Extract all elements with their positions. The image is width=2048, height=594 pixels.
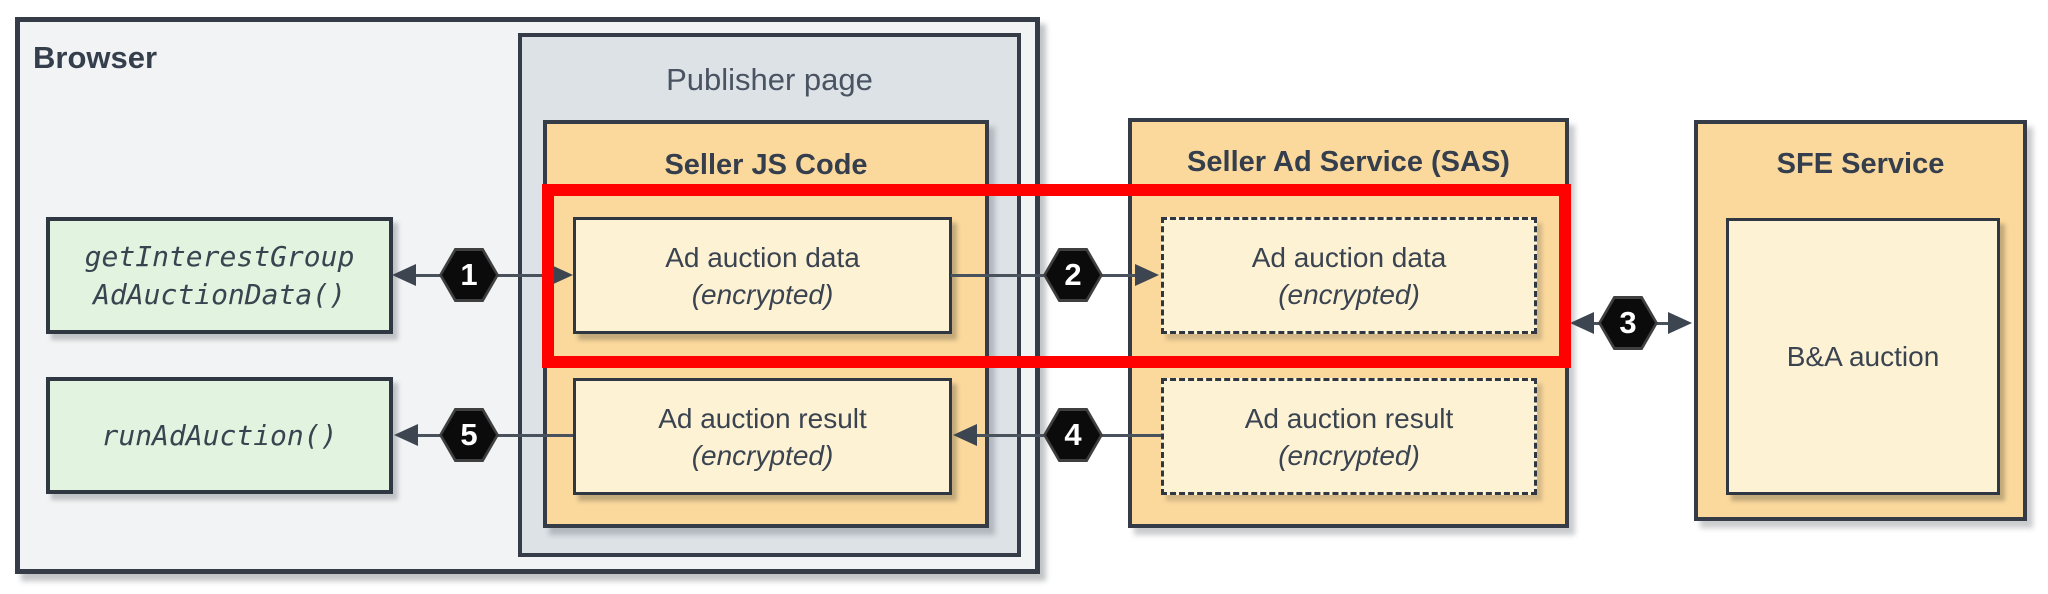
ad-auction-data-box-sas: Ad auction data (encrypted): [1161, 217, 1537, 334]
step-3-badge: 3: [1598, 296, 1658, 350]
sfe-service-label: SFE Service: [1776, 148, 1945, 180]
arrow-2-right-arrowhead-icon: [1135, 264, 1159, 286]
ad-auction-result-box-sas: Ad auction result (encrypted): [1161, 378, 1537, 495]
step-4-number: 4: [1064, 417, 1082, 452]
step-1-number: 1: [460, 257, 478, 292]
red-highlight-rectangle: [542, 184, 1571, 368]
arrow-1-right-arrowhead-icon: [549, 264, 573, 286]
payload-line1: Ad auction data: [1251, 241, 1447, 273]
arrow-4-left-arrowhead-icon: [953, 424, 977, 446]
api-box-getinterestgroupadauctiondata: getInterestGroup AdAuctionData(): [46, 217, 393, 334]
payload-line2: (encrypted): [691, 439, 834, 471]
step-2-number: 2: [1064, 257, 1082, 292]
ad-auction-data-box-js: Ad auction data (encrypted): [573, 217, 952, 334]
payload-line1: Ad auction result: [1244, 402, 1454, 434]
step-3-number: 3: [1619, 305, 1637, 340]
browser-label: Browser: [33, 40, 158, 75]
arrow-5-left-arrowhead-icon: [394, 424, 418, 446]
api-call-line1: runAdAuction(): [101, 418, 338, 452]
api-call-line1: getInterestGroup: [84, 239, 355, 273]
publisher-page-label: Publisher page: [666, 62, 873, 97]
payload-line2: (encrypted): [1278, 439, 1420, 471]
arrow-3-right-arrowhead-icon: [1668, 312, 1692, 334]
payload-line1: Ad auction data: [665, 241, 860, 273]
api-call-line2: AdAuctionData(): [93, 277, 346, 311]
ad-auction-result-box-js: Ad auction result (encrypted): [573, 378, 952, 495]
arrow-1-left-arrowhead-icon: [392, 264, 416, 286]
step-5-number: 5: [460, 417, 478, 452]
payload-line2: (encrypted): [691, 278, 834, 310]
ba-auction-box: B&A auction: [1726, 218, 2000, 495]
step-4-badge: 4: [1043, 408, 1103, 462]
api-box-runadauction: runAdAuction(): [46, 377, 393, 494]
arrow-3-left-arrowhead-icon: [1570, 312, 1594, 334]
seller-js-code-label: Seller JS Code: [664, 149, 868, 181]
payload-line1: Ad auction result: [658, 402, 867, 434]
payload-line2: (encrypted): [1278, 278, 1420, 310]
ba-auction-label: B&A auction: [1786, 341, 1940, 372]
seller-ad-service-label: Seller Ad Service (SAS): [1187, 146, 1510, 178]
